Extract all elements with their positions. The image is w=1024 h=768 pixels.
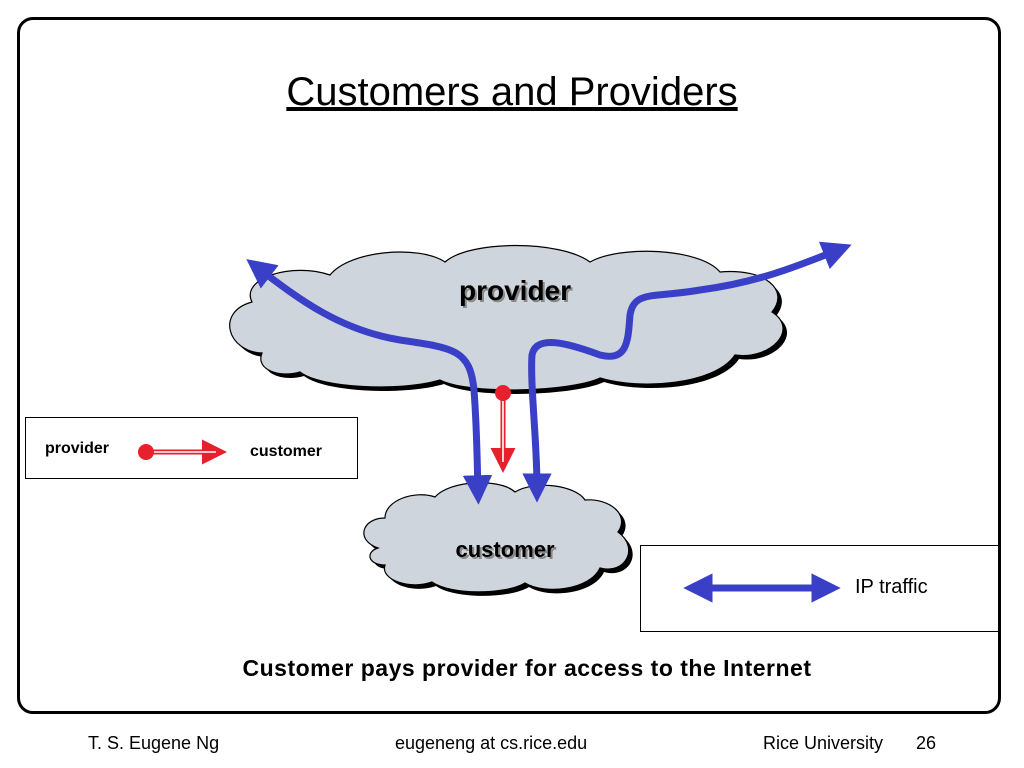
ip-traffic-right-path [522,241,852,503]
footer-email: eugeneng at cs.rice.edu [395,733,588,753]
legend-customer-label: customer [250,443,323,460]
customer-cloud-label: customer [455,537,555,562]
slide-tagline: Customer pays provider for access to the… [242,655,812,681]
ip-traffic-left-path [246,259,493,505]
provider-customer-relationship-arrow [490,385,516,473]
legend-traffic-box: IP traffic [640,545,999,632]
footer-author: T. S. Eugene Ng [88,733,220,753]
footer-page-number: 26 [916,733,937,753]
legend-relationship-box: provider customer [25,417,358,479]
provider-cloud-label: provider [458,275,572,306]
provider-cloud [229,244,788,394]
slide-frame [17,17,1001,714]
footer-institution: Rice University [763,733,884,753]
legend-provider-label: provider [45,440,110,457]
legend-ip-traffic-label: IP traffic [855,576,928,598]
customer-cloud [363,482,633,596]
slide-title: Customers and Providers [286,70,738,114]
